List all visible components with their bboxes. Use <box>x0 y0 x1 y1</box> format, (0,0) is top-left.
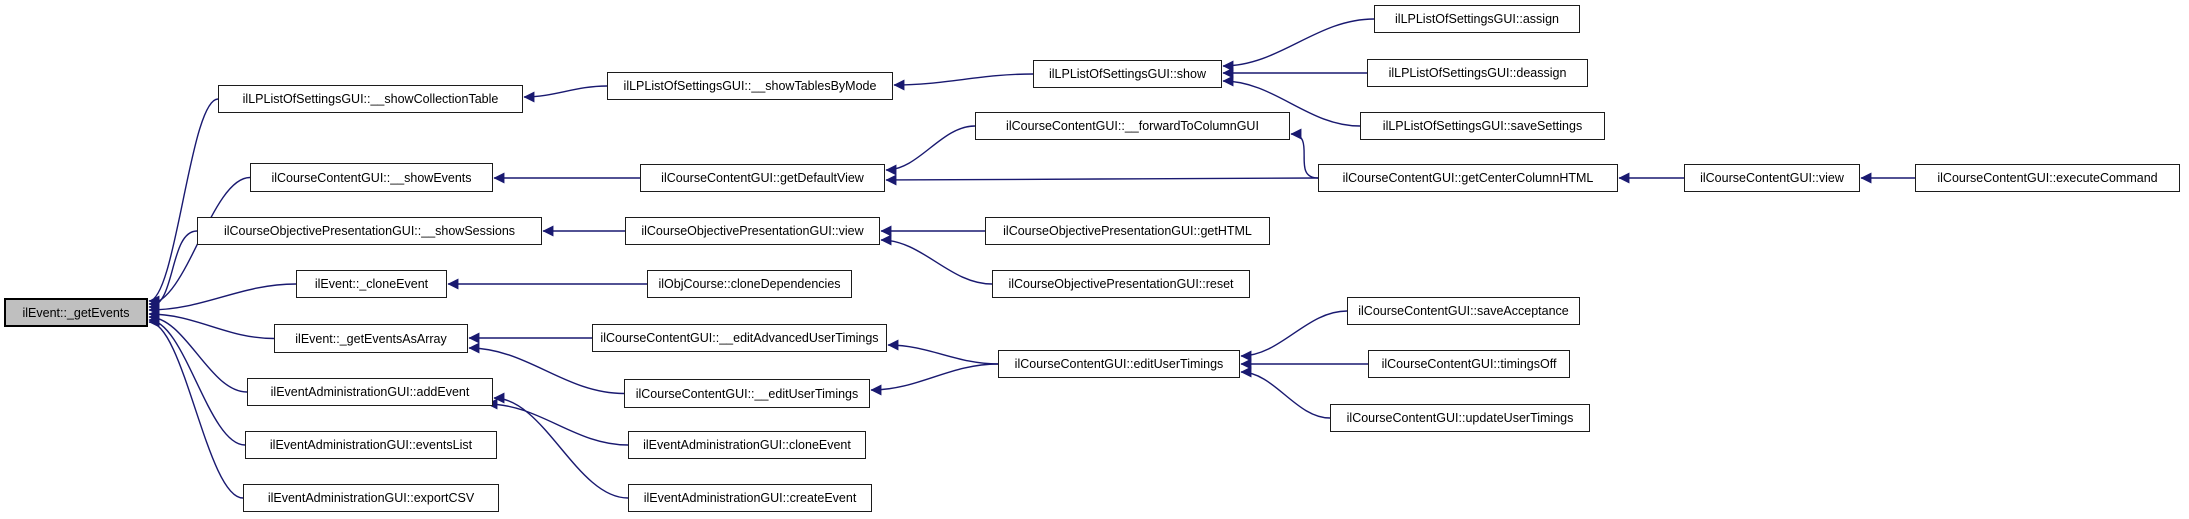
graph-node-saveAcceptance[interactable]: ilCourseContentGUI::saveAcceptance <box>1347 297 1580 325</box>
edge-getEventsAsArray-to-getEvents <box>148 308 275 340</box>
graph-node-getEvents: ilEvent::_getEvents <box>4 298 148 327</box>
graph-node-label: ilCourseContentGUI::view <box>1700 171 1844 185</box>
graph-node-label: ilCourseObjectivePresentationGUI::__show… <box>223 224 516 238</box>
graph-node-label: ilCourseContentGUI::saveAcceptance <box>1358 304 1569 318</box>
edge-getCenterColumnHTML-to-getDefaultView <box>885 174 1319 186</box>
graph-node-copView[interactable]: ilCourseObjectivePresentationGUI::view <box>625 217 880 245</box>
graph-node-editAdvancedUserTimings[interactable]: ilCourseContentGUI::__editAdvancedUserTi… <box>592 324 887 352</box>
edge-showTablesByMode-to-showCollectionTable <box>523 85 608 103</box>
graph-node-getEventsAsArray[interactable]: ilEvent::_getEventsAsArray <box>274 324 468 353</box>
graph-node-label: ilCourseContentGUI::getDefaultView <box>661 171 864 185</box>
graph-node-editUserTimingsPrivate[interactable]: ilCourseContentGUI::__editUserTimings <box>624 379 870 408</box>
graph-node-showEvents[interactable]: ilCourseContentGUI::__showEvents <box>250 163 493 192</box>
graph-node-label: ilCourseObjectivePresentationGUI::view <box>641 224 864 238</box>
edge-saveSettings-to-show <box>1222 75 1361 127</box>
edge-reset-to-copView <box>880 234 993 285</box>
graph-node-editUserTimings[interactable]: ilCourseContentGUI::editUserTimings <box>998 350 1240 378</box>
graph-node-label: ilLPListOfSettingsGUI::__showCollectionT… <box>242 92 499 106</box>
graph-node-label: ilEventAdministrationGUI::eventsList <box>269 438 473 452</box>
graph-node-label: ilCourseContentGUI::getCenterColumnHTML <box>1342 171 1594 185</box>
graph-node-saveSettings[interactable]: ilLPListOfSettingsGUI::saveSettings <box>1360 112 1605 140</box>
graph-node-eventsList[interactable]: ilEventAdministrationGUI::eventsList <box>245 431 497 459</box>
graph-node-label: ilCourseContentGUI::updateUserTimings <box>1346 411 1574 425</box>
graph-node-label: ilCourseContentGUI::editUserTimings <box>1014 357 1224 371</box>
graph-node-label: ilLPListOfSettingsGUI::assign <box>1395 12 1559 26</box>
graph-node-label: ilCourseObjectivePresentationGUI::reset <box>1008 277 1234 291</box>
graph-node-label: ilCourseContentGUI::executeCommand <box>1937 171 2158 185</box>
graph-node-getHTML[interactable]: ilCourseObjectivePresentationGUI::getHTM… <box>985 217 1270 245</box>
graph-node-cloneEventFn[interactable]: ilEvent::_cloneEvent <box>296 270 447 298</box>
edge-eventsList-to-getEvents <box>148 314 246 446</box>
graph-node-deassign[interactable]: ilLPListOfSettingsGUI::deassign <box>1367 59 1588 87</box>
graph-node-label: ilCourseContentGUI::timingsOff <box>1381 357 1557 371</box>
edge-editUserTimings-to-editUserTimingsPrivate <box>870 363 999 396</box>
edge-show-to-showTablesByMode <box>893 73 1034 91</box>
edge-showCollectionTable-to-getEvents <box>148 98 219 307</box>
edge-updateUserTimings-to-editUserTimings <box>1240 366 1331 419</box>
graph-node-assign[interactable]: ilLPListOfSettingsGUI::assign <box>1374 5 1580 33</box>
graph-node-forwardToColumnGUI[interactable]: ilCourseContentGUI::__forwardToColumnGUI <box>975 112 1290 140</box>
graph-node-getDefaultView[interactable]: ilCourseContentGUI::getDefaultView <box>640 164 885 192</box>
graph-node-label: ilLPListOfSettingsGUI::saveSettings <box>1382 119 1583 133</box>
graph-node-label: ilCourseContentGUI::__forwardToColumnGUI <box>1006 119 1259 133</box>
graph-node-label: ilCourseObjectivePresentationGUI::getHTM… <box>1003 224 1252 238</box>
graph-node-timingsOff[interactable]: ilCourseContentGUI::timingsOff <box>1368 350 1570 378</box>
graph-node-label: ilCourseContentGUI::__showEvents <box>271 170 472 185</box>
graph-node-showSessions[interactable]: ilCourseObjectivePresentationGUI::__show… <box>197 217 542 245</box>
edge-cloneEventFn-to-getEvents <box>148 283 297 316</box>
edge-editUserTimings-to-editAdvancedUserTimings <box>887 339 999 365</box>
edge-assign-to-show <box>1222 18 1375 72</box>
graph-node-reset[interactable]: ilCourseObjectivePresentationGUI::reset <box>992 270 1250 298</box>
graph-node-label: ilCourseContentGUI::__editAdvancedUserTi… <box>600 331 879 345</box>
graph-node-getCenterColumnHTML[interactable]: ilCourseContentGUI::getCenterColumnHTML <box>1318 164 1618 192</box>
graph-node-label: ilEvent::_getEventsAsArray <box>295 331 447 346</box>
edge-editUserTimingsPrivate-to-getEventsAsArray <box>468 342 625 395</box>
edge-createEvent-to-addEvent <box>493 392 629 499</box>
edge-addEvent-to-getEvents <box>148 311 248 393</box>
edge-showSessions-to-getEvents <box>148 230 198 313</box>
graph-node-show[interactable]: ilLPListOfSettingsGUI::show <box>1033 60 1222 88</box>
graph-node-addEvent[interactable]: ilEventAdministrationGUI::addEvent <box>247 378 493 406</box>
graph-node-label: ilCourseContentGUI::__editUserTimings <box>635 386 859 401</box>
graph-node-label: ilLPListOfSettingsGUI::deassign <box>1388 66 1567 80</box>
edge-getCenterColumnHTML-to-forwardToColumnGUI <box>1290 128 1319 179</box>
graph-node-label: ilLPListOfSettingsGUI::__showTablesByMod… <box>623 79 877 93</box>
graph-node-label: ilObjCourse::cloneDependencies <box>658 277 841 291</box>
graph-node-exportCSV[interactable]: ilEventAdministrationGUI::exportCSV <box>243 484 499 512</box>
graph-node-createEvent[interactable]: ilEventAdministrationGUI::createEvent <box>628 484 872 512</box>
graph-node-cloneEventGui[interactable]: ilEventAdministrationGUI::cloneEvent <box>628 431 866 459</box>
edge-saveAcceptance-to-editUserTimings <box>1240 310 1348 362</box>
graph-node-executeCommand[interactable]: ilCourseContentGUI::executeCommand <box>1915 164 2180 192</box>
graph-node-showCollectionTable[interactable]: ilLPListOfSettingsGUI::__showCollectionT… <box>218 85 523 113</box>
graph-node-showTablesByMode[interactable]: ilLPListOfSettingsGUI::__showTablesByMod… <box>607 72 893 100</box>
graph-node-label: ilEventAdministrationGUI::addEvent <box>270 385 470 399</box>
graph-node-label: ilEvent::_cloneEvent <box>314 277 429 291</box>
edge-cloneEventGui-to-addEvent <box>486 398 629 446</box>
graph-node-label: ilEvent::_getEvents <box>22 305 130 320</box>
edge-exportCSV-to-getEvents <box>148 316 244 499</box>
graph-node-label: ilLPListOfSettingsGUI::show <box>1048 67 1206 81</box>
edge-forwardToColumnGUI-to-getDefaultView <box>885 125 976 176</box>
graph-node-ccView[interactable]: ilCourseContentGUI::view <box>1684 164 1860 192</box>
graph-node-updateUserTimings[interactable]: ilCourseContentGUI::updateUserTimings <box>1330 404 1590 432</box>
graph-node-cloneDependencies[interactable]: ilObjCourse::cloneDependencies <box>647 270 852 298</box>
graph-node-label: ilEventAdministrationGUI::cloneEvent <box>643 438 851 452</box>
graph-node-label: ilEventAdministrationGUI::createEvent <box>643 491 857 505</box>
graph-node-label: ilEventAdministrationGUI::exportCSV <box>267 491 475 505</box>
